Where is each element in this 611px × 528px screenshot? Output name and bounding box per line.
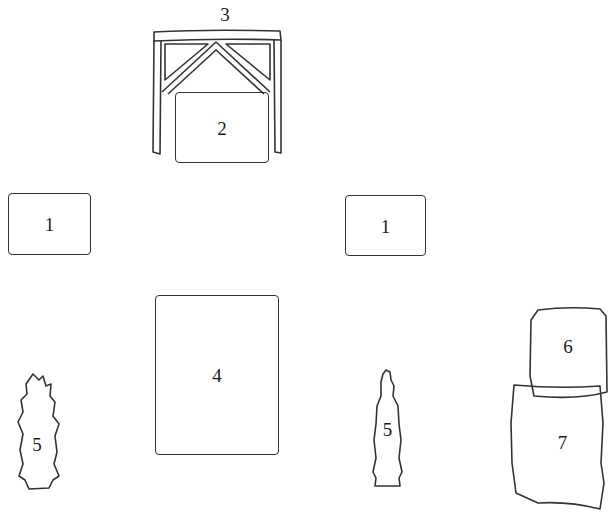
outline-stroke <box>18 374 59 489</box>
outline-stroke <box>165 44 208 80</box>
guardian-figure: 5 <box>15 372 64 492</box>
callout-number: 1 <box>45 215 55 234</box>
platform-slab: 4 <box>155 295 279 455</box>
outline-stroke <box>226 44 270 80</box>
base-stone: 7 <box>508 383 607 514</box>
callout-number: 5 <box>31 435 43 454</box>
outline-stroke <box>274 40 281 153</box>
callout-number: 6 <box>562 337 574 356</box>
callout-number: 3 <box>219 4 231 23</box>
outline-stroke <box>154 30 281 41</box>
callout-number: 1 <box>381 216 391 235</box>
outline-stroke <box>153 40 161 154</box>
outline-stroke <box>168 50 264 94</box>
guardian-figure: 5 <box>371 368 404 490</box>
callout-number: 7 <box>557 432 569 451</box>
outline-stroke <box>530 308 607 398</box>
callout-number: 4 <box>212 366 222 385</box>
callout-number: 2 <box>217 118 227 137</box>
canopy-frame-outline <box>148 2 288 167</box>
outline-stroke <box>373 370 402 486</box>
outline-stroke <box>511 385 604 509</box>
offering-table: 1 <box>345 195 426 256</box>
offering-table: 1 <box>8 193 91 255</box>
altar-table: 2 <box>175 92 269 163</box>
canopy-frame: 32 <box>148 2 288 167</box>
guardian-figure-outline <box>15 372 64 492</box>
callout-number: 5 <box>382 420 394 439</box>
